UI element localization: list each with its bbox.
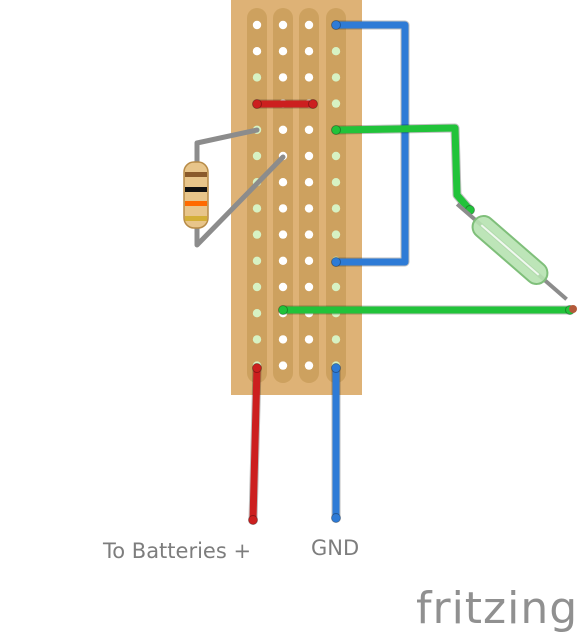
hole-c1-r12 [252,309,262,318]
hole-c2-r14 [278,361,288,370]
hole-c4-r11 [331,282,341,292]
hole-c4-r13 [331,335,341,344]
green-wire-top [331,123,475,215]
red-jumper-wire [252,99,318,109]
stripboard [231,0,362,395]
hole-c2-r10 [278,256,288,265]
hole-c1-r1 [252,20,262,30]
resistor-band-3 [185,201,207,206]
hole-c1-r11 [252,282,262,292]
hole-c3-r1 [304,20,314,30]
hole-c4-r9 [331,230,341,239]
reed-switch [455,202,568,301]
green-wire-bottom-end-1 [278,305,288,315]
hole-c2-r13 [278,335,288,344]
battery-lead-wire-end-1 [252,363,262,373]
hole-c3-r2 [304,47,314,56]
hole-c1-r8 [252,204,262,213]
hole-c3-r7 [304,178,314,187]
blue-jumper-wire [331,20,410,267]
hole-c4-r7 [331,178,341,187]
hole-c3-r8 [304,204,314,213]
hole-c1-r13 [252,335,262,344]
hole-c4-r2 [331,47,341,56]
red-jumper-wire-end-2 [308,99,318,109]
hole-c3-r10 [304,256,314,265]
hole-c1-r6 [252,151,262,161]
ground-label: GND [311,536,360,560]
reed-switch-terminal [569,305,577,313]
resistor-band-1 [185,172,207,177]
green-wire-bottom [278,305,575,315]
fritzing-logo: fritzing [416,583,579,634]
battery-lead-wire-core [249,364,261,524]
ground-lead-wire [331,363,341,523]
ground-lead-wire-end-2 [331,513,341,523]
hole-c3-r6 [304,151,314,161]
hole-c3-r13 [304,335,314,344]
hole-c2-r7 [278,178,288,187]
wires [248,20,575,525]
hole-c3-r9 [304,230,314,239]
hole-c2-r11 [278,282,288,292]
resistor-body [183,161,209,229]
hole-c2-r3 [278,73,288,82]
copper-strip-4 [326,8,346,383]
hole-c2-r2 [278,47,288,56]
components [183,127,577,313]
hole-c1-r10 [252,256,262,265]
red-jumper-wire-end-1 [252,99,262,109]
hole-c3-r3 [304,73,314,82]
hole-c1-r9 [252,230,262,239]
green-wire-top-end-1 [331,125,341,135]
battery-lead-wire [248,363,262,525]
copper-strip-1 [247,8,267,383]
resistor [183,127,286,248]
green-wire-top-core [332,124,474,214]
ground-lead-wire-end-1 [331,363,341,373]
hole-c3-r11 [304,282,314,292]
battery-lead-wire-end-2 [248,515,258,525]
hole-c4-r4 [331,99,341,108]
blue-jumper-wire-core [332,21,409,266]
hole-c2-r8 [278,204,288,213]
hole-c4-r8 [331,204,341,213]
copper-strip-2 [273,8,293,383]
batteries-label: To Batteries + [103,539,252,563]
resistor-lead-bottom [194,154,286,248]
blue-jumper-wire-end-2 [331,257,341,267]
hole-c2-r1 [278,20,288,30]
hole-c4-r3 [331,73,341,82]
hole-c2-r5 [278,125,288,134]
hole-c1-r2 [252,47,262,56]
resistor-lead-top [194,127,260,171]
blue-jumper-wire-end-1 [331,20,341,30]
hole-c3-r5 [304,125,314,134]
reed-switch-contacts [480,224,540,276]
hole-c4-r6 [331,151,341,161]
resistor-band-4 [185,216,207,221]
hole-c1-r3 [252,73,262,82]
copper-strip-3 [299,8,319,383]
hole-c3-r14 [304,361,314,370]
resistor-band-2 [185,187,207,192]
hole-c2-r9 [278,230,288,239]
